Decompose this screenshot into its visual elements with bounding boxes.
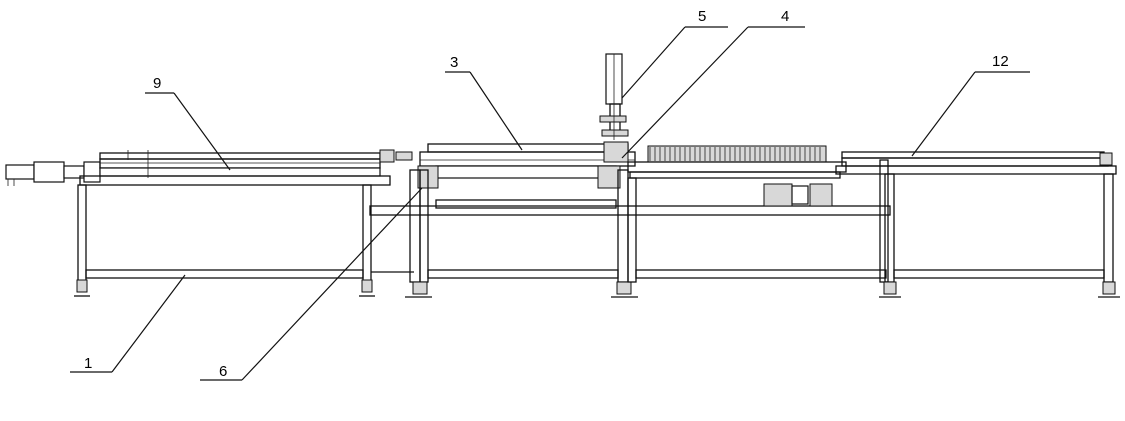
vertical-lift-unit xyxy=(599,53,629,163)
svg-text:1: 1 xyxy=(84,355,92,372)
middle-section xyxy=(369,143,891,298)
svg-text:9: 9 xyxy=(153,75,161,92)
roller-conveyor xyxy=(627,145,889,283)
label-3: 3 xyxy=(445,54,523,151)
left-drive-motor xyxy=(5,161,101,186)
label-4: 4 xyxy=(621,8,805,159)
label-6: 6 xyxy=(200,187,423,381)
svg-text:12: 12 xyxy=(992,53,1009,70)
svg-text:4: 4 xyxy=(781,8,789,25)
label-5: 5 xyxy=(621,8,728,99)
svg-text:5: 5 xyxy=(698,8,706,25)
right-conveyor-table xyxy=(835,151,1120,298)
left-conveyor-table xyxy=(74,149,414,297)
label-12: 12 xyxy=(911,53,1030,157)
label-9: 9 xyxy=(145,75,231,171)
svg-text:6: 6 xyxy=(219,363,227,380)
svg-text:3: 3 xyxy=(450,54,458,71)
label-1: 1 xyxy=(70,274,186,373)
